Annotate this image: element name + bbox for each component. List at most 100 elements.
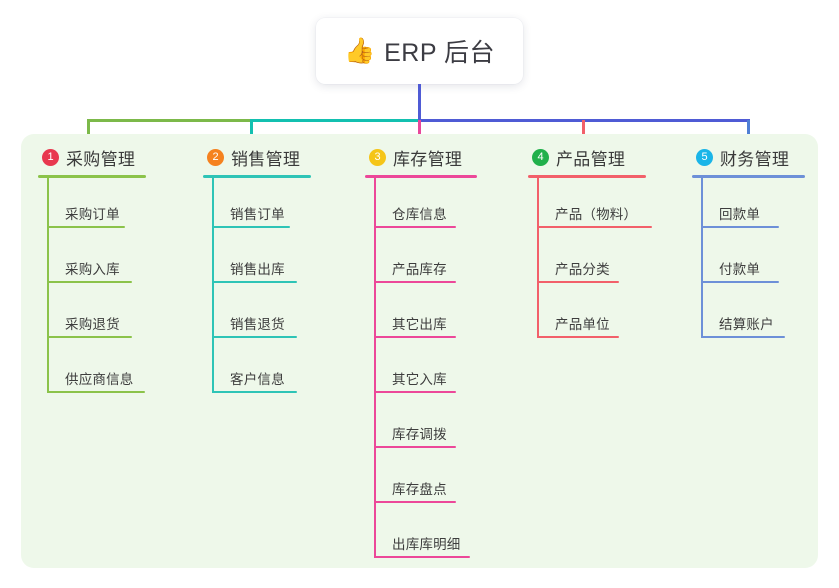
node-item-label: 销售退货 [230,317,285,332]
node-item-label: 产品单位 [555,317,610,332]
connector-segment-green [86,118,253,122]
column-title-purchase: 采购管理 [66,149,136,169]
thumbs-up-icon: 👍 [343,36,376,65]
column-finance: 5 财务管理回款单付款单结算账户 [692,144,839,343]
column-items-product: 产品（物料） 产品分类产品单位 [537,178,678,343]
column-items-purchase: 采购订单采购入库采购退货供应商信息 [47,178,188,398]
node-item[interactable]: 结算账户 [701,288,839,343]
node-item-label: 其它入库 [392,372,447,387]
node-item[interactable]: 采购订单 [47,178,188,233]
root-node[interactable]: 👍 ERP 后台 [316,18,523,84]
column-rule-finance [692,175,805,178]
column-inventory: 3 库存管理仓库信息产品库存其它出库其它入库库存调拨库存盘点出库库明细 [365,144,515,563]
column-badge-inventory: 3 [369,148,386,166]
column-stem-sales [212,178,214,393]
node-item[interactable]: 付款单 [701,233,839,288]
node-item-label: 结算账户 [719,317,774,332]
node-item-rule [701,281,779,283]
connector-drop-product [581,120,585,147]
node-item[interactable]: 产品库存 [374,233,515,288]
node-item[interactable]: 其它入库 [374,343,515,398]
connector-trunk [417,84,421,121]
node-item-rule [374,336,456,338]
connector-drop-finance [746,120,750,147]
node-item-label: 付款单 [719,262,761,277]
column-stem-product [537,178,539,338]
column-header-purchase[interactable]: 1 采购管理 [38,144,188,170]
node-item[interactable]: 回款单 [701,178,839,233]
node-item-label: 产品库存 [392,262,447,277]
node-item-label: 其它出库 [392,317,447,332]
column-header-inventory[interactable]: 3 库存管理 [365,144,515,170]
root-node-title: ERP 后台 [384,39,496,67]
node-item[interactable]: 库存盘点 [374,453,515,508]
node-item[interactable]: 仓库信息 [374,178,515,233]
node-item-rule [374,391,456,393]
node-item-rule [212,226,290,228]
node-item-label: 产品（物料） [555,207,638,222]
connector-drop-inventory [417,120,421,147]
column-items-inventory: 仓库信息产品库存其它出库其它入库库存调拨库存盘点出库库明细 [374,178,515,563]
column-items-sales: 销售订单销售出库销售退货客户信息 [212,178,353,398]
column-title-finance: 财务管理 [720,149,790,169]
node-item-label: 库存盘点 [392,482,447,497]
node-item-rule [47,226,125,228]
column-title-inventory: 库存管理 [393,149,463,169]
node-item-rule [212,336,297,338]
column-title-sales: 销售管理 [231,149,301,169]
node-item-rule [212,391,297,393]
column-header-product[interactable]: 4 产品管理 [528,144,678,170]
node-item[interactable]: 销售订单 [212,178,353,233]
node-item-rule [701,226,779,228]
node-item-label: 供应商信息 [65,372,134,387]
node-item[interactable]: 采购入库 [47,233,188,288]
node-item[interactable]: 出库库明细 [374,508,515,563]
node-item-label: 回款单 [719,207,761,222]
node-item-rule [374,446,456,448]
node-item-rule [47,391,145,393]
node-item-label: 采购入库 [65,262,120,277]
column-title-product: 产品管理 [556,149,626,169]
node-item-rule [701,336,785,338]
column-rule-sales [203,175,311,178]
node-item-label: 销售订单 [230,207,285,222]
node-item-rule [212,281,297,283]
node-item-rule [537,226,652,228]
column-purchase: 1 采购管理采购订单采购入库采购退货供应商信息 [38,144,188,398]
column-stem-inventory [374,178,376,558]
node-item-rule [374,501,456,503]
node-item-label: 仓库信息 [392,207,447,222]
node-item-label: 库存调拨 [392,427,447,442]
node-item[interactable]: 销售退货 [212,288,353,343]
node-item-label: 客户信息 [230,372,285,387]
column-badge-finance: 5 [696,148,713,166]
node-item-rule [374,281,456,283]
column-header-finance[interactable]: 5 财务管理 [692,144,839,170]
node-item-rule [374,226,456,228]
node-item[interactable]: 库存调拨 [374,398,515,453]
node-item-label: 出库库明细 [392,537,461,552]
node-item[interactable]: 产品（物料） [537,178,678,233]
node-item-rule [47,281,132,283]
node-item[interactable]: 销售出库 [212,233,353,288]
connector-drop-sales [249,120,253,147]
node-item-label: 采购退货 [65,317,120,332]
column-badge-product: 4 [532,148,549,166]
node-item[interactable]: 产品分类 [537,233,678,288]
connector-segment-teal [249,118,421,122]
node-item[interactable]: 产品单位 [537,288,678,343]
node-item-label: 产品分类 [555,262,610,277]
column-badge-purchase: 1 [42,148,59,166]
node-item[interactable]: 采购退货 [47,288,188,343]
node-item[interactable]: 其它出库 [374,288,515,343]
node-item[interactable]: 客户信息 [212,343,353,398]
column-rule-purchase [38,175,146,178]
column-stem-purchase [47,178,49,393]
column-stem-finance [701,178,703,338]
node-item-rule [374,556,470,558]
node-item-label: 采购订单 [65,207,120,222]
node-item[interactable]: 供应商信息 [47,343,188,398]
